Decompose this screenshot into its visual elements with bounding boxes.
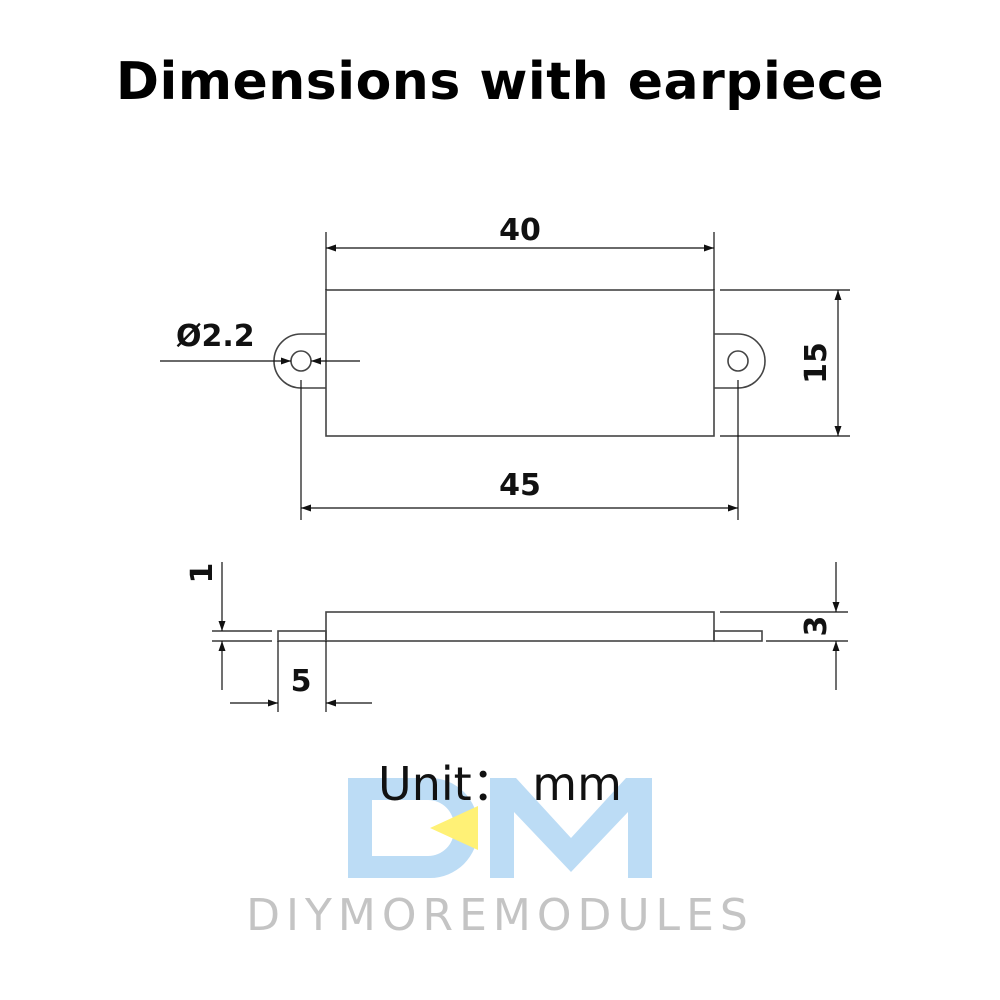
brand-wordmark: DIYMOREMODULES — [246, 890, 754, 941]
body-outline — [325, 289, 715, 437]
top-view: 40 45 15 Ø2.2 — [160, 213, 850, 520]
dim-ear-thickness: 1 — [185, 562, 272, 690]
logo-letter-d — [348, 778, 478, 878]
right-ear — [714, 333, 766, 389]
dim-label-1: 1 — [185, 563, 220, 584]
dim-overall-width: 45 — [300, 380, 739, 520]
dim-ear-length: 5 — [230, 641, 372, 712]
side-body — [325, 611, 715, 642]
unit-label: Unit： mm — [378, 757, 622, 811]
right-mount-hole — [727, 350, 749, 372]
logo-accent-triangle — [430, 806, 478, 850]
dim-label-45: 45 — [499, 468, 541, 503]
dim-body-thickness: 3 — [720, 562, 848, 690]
left-mount-hole — [290, 350, 312, 372]
logo-letter-m — [490, 778, 652, 878]
dim-hole-diameter: Ø2.2 — [160, 319, 360, 365]
dim-label-15: 15 — [799, 342, 834, 384]
dim-label-40: 40 — [499, 213, 541, 248]
dim-body-width: 40 — [325, 213, 715, 290]
brand-logo — [348, 778, 652, 878]
dim-label-3: 3 — [799, 616, 834, 637]
dim-label-5: 5 — [291, 664, 312, 699]
side-left-ear — [277, 630, 327, 642]
side-view: 1 3 5 — [185, 562, 848, 712]
dim-label-hole: Ø2.2 — [176, 319, 255, 354]
side-right-ear — [713, 630, 763, 642]
dim-height: 15 — [720, 289, 850, 437]
page-title: Dimensions with earpiece — [115, 52, 885, 112]
